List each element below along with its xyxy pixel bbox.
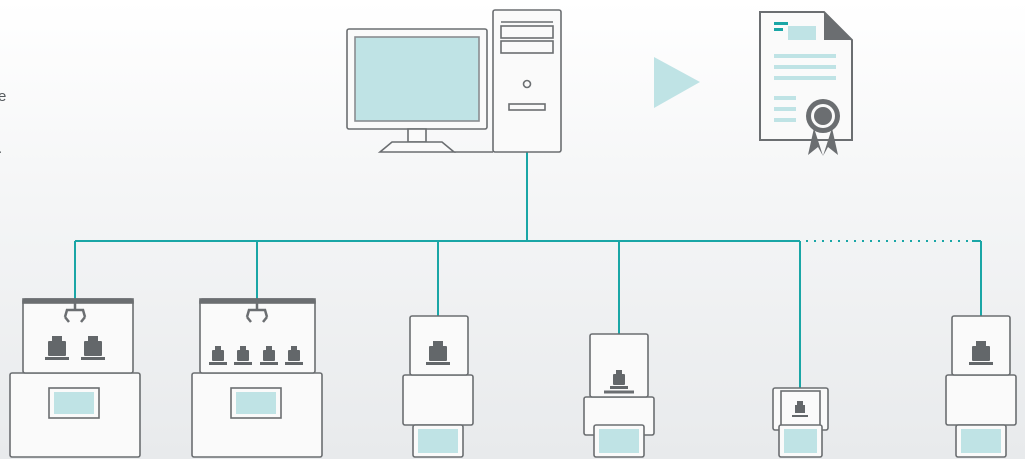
network-cables	[74, 152, 982, 388]
certificate-document-icon	[759, 11, 853, 156]
arrow-icon	[654, 57, 700, 108]
robotic-mass-comparator-2	[191, 298, 323, 458]
power-button	[522, 79, 532, 89]
robotic-mass-comparator-1	[9, 298, 141, 458]
cropped-text-fragment-2: .	[0, 140, 6, 158]
seal-badge-icon	[806, 99, 840, 156]
monitor-screen	[354, 36, 480, 122]
desktop-computer	[346, 9, 562, 153]
mass-comparator-4	[583, 333, 655, 458]
cropped-text-fragment-1: e	[0, 88, 6, 105]
mass-comparator-6	[945, 315, 1017, 458]
mass-comparator-3	[402, 315, 474, 458]
micro-balance-5	[772, 387, 829, 458]
